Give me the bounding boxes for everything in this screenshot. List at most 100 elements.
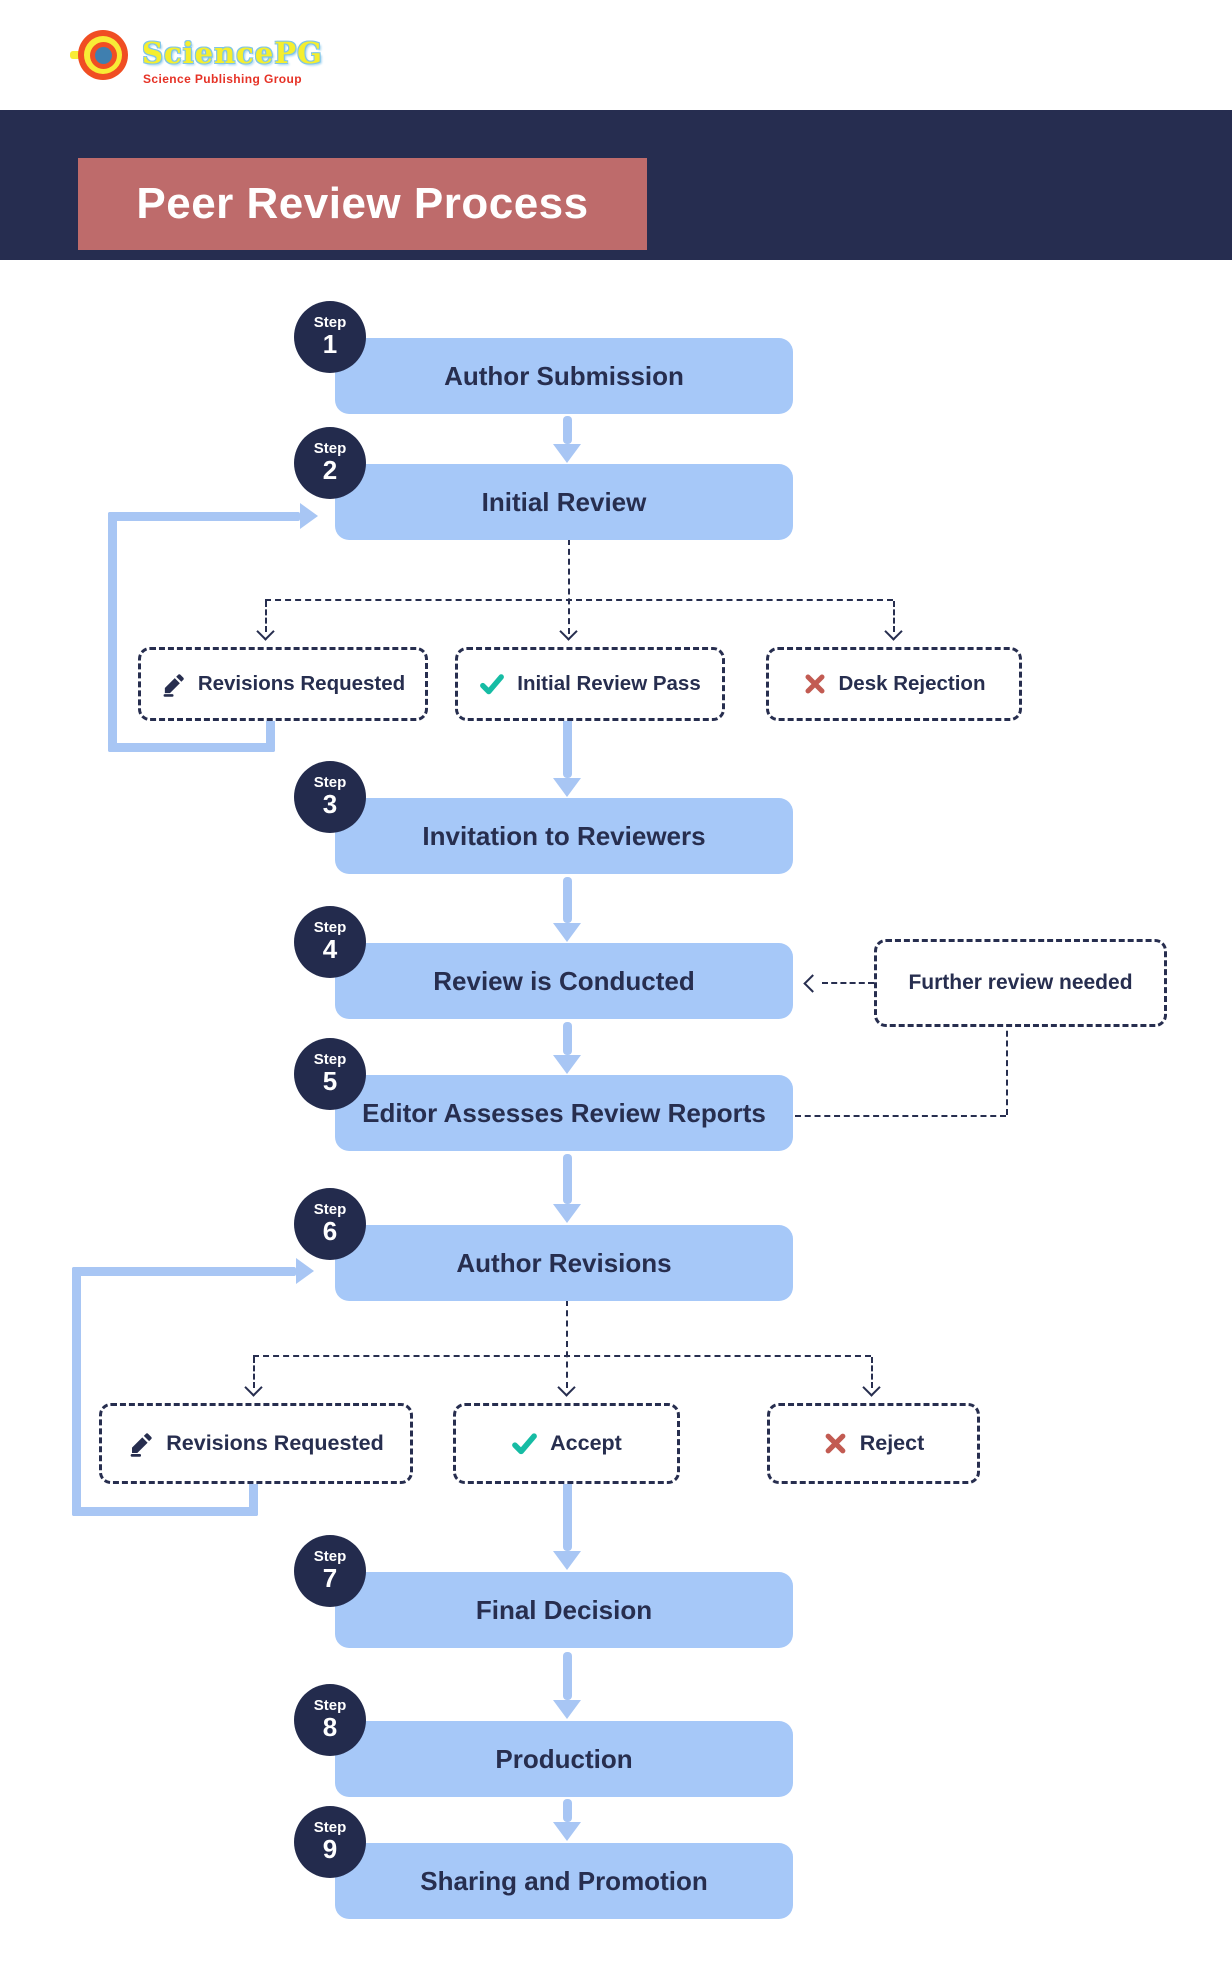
dashed-line xyxy=(265,601,267,632)
decision-label: Desk Rejection xyxy=(838,672,986,695)
step-word: Step xyxy=(313,1201,347,1219)
step-badge-7: Step 7 xyxy=(294,1535,366,1607)
step-box-editor-assesses-review-reports: Editor Assesses Review Reports xyxy=(335,1075,793,1151)
dashed-line xyxy=(253,1357,255,1388)
logo-ring xyxy=(84,36,122,74)
dashed-arrowhead-down xyxy=(244,1378,263,1397)
step-label: Invitation to Reviewers xyxy=(422,820,706,851)
decision-label: Revisions Requested xyxy=(197,672,406,695)
step-badge-3: Step 3 xyxy=(294,761,366,833)
step-word: Step xyxy=(313,919,347,937)
flow-arrow-line xyxy=(563,1652,572,1700)
step-number: 9 xyxy=(322,1834,338,1865)
step-badge-6: Step 6 xyxy=(294,1188,366,1260)
flow-arrow-line xyxy=(563,1154,572,1204)
flow-arrow-line xyxy=(563,1799,572,1822)
step-number: 6 xyxy=(322,1216,338,1247)
decision-revisions-requested-1: Revisions Requested xyxy=(138,647,428,721)
dashed-line xyxy=(795,1115,1006,1117)
flow-arrowhead xyxy=(553,1204,581,1223)
pencil-icon xyxy=(163,673,184,697)
loop-line xyxy=(72,1267,296,1276)
step-word: Step xyxy=(313,774,347,792)
flow-arrowhead xyxy=(553,1551,581,1570)
step-badge-4: Step 4 xyxy=(294,906,366,978)
sciencepg-logo-icon xyxy=(78,30,128,80)
step-box-final-decision: Final Decision xyxy=(335,1572,793,1648)
dashed-line xyxy=(566,1300,568,1388)
step-label: Author Revisions xyxy=(456,1247,672,1278)
decision-reject: Reject xyxy=(767,1403,980,1484)
decision-initial-review-pass: Initial Review Pass xyxy=(455,647,725,721)
note-further-review-needed: Further review needed xyxy=(874,939,1167,1027)
loop-line xyxy=(249,1478,258,1516)
dashed-arrowhead-down xyxy=(256,622,275,641)
step-badge-2: Step 2 xyxy=(294,427,366,499)
step-word: Step xyxy=(313,1819,347,1837)
decision-label: Revisions Requested xyxy=(166,1431,384,1455)
step-number: 3 xyxy=(322,789,338,820)
flow-arrow-line xyxy=(563,1478,572,1551)
step-word: Step xyxy=(313,1548,347,1566)
dashed-arrowhead-down xyxy=(862,1378,881,1397)
decision-accept: Accept xyxy=(453,1403,680,1484)
step-label: Initial Review xyxy=(481,486,647,517)
loop-line xyxy=(266,715,275,752)
decision-label: Reject xyxy=(859,1431,925,1455)
flow-arrowhead xyxy=(553,1822,581,1841)
dashed-arrowhead-down xyxy=(884,622,903,641)
check-icon xyxy=(480,674,505,695)
loop-line xyxy=(72,1267,81,1516)
step-badge-5: Step 5 xyxy=(294,1038,366,1110)
flow-arrowhead xyxy=(553,444,581,463)
loop-line xyxy=(108,512,117,752)
step-badge-8: Step 8 xyxy=(294,1684,366,1756)
x-icon xyxy=(805,674,824,694)
step-box-initial-review: Initial Review xyxy=(335,464,793,540)
dashed-arrowhead-down xyxy=(557,1378,576,1397)
dashed-line xyxy=(871,1357,873,1388)
step-number: 8 xyxy=(322,1712,338,1743)
flow-arrow-line xyxy=(563,1022,572,1055)
loop-line xyxy=(108,512,300,521)
step-number: 7 xyxy=(322,1563,338,1594)
logo-ring-inner xyxy=(89,41,117,69)
dashed-arrowhead-down xyxy=(559,622,578,641)
flow-arrowhead xyxy=(553,1700,581,1719)
dashed-line xyxy=(568,539,570,634)
step-number: 5 xyxy=(322,1066,338,1097)
flow-arrow-line xyxy=(563,715,572,778)
step-word: Step xyxy=(313,314,347,332)
loop-arrowhead-right xyxy=(296,1258,314,1284)
check-icon xyxy=(512,1433,538,1455)
step-box-review-is-conducted: Review is Conducted xyxy=(335,943,793,1019)
step-badge-9: Step 9 xyxy=(294,1806,366,1878)
loop-arrowhead-right xyxy=(300,503,318,529)
dashed-line xyxy=(1006,1021,1008,1115)
step-label: Editor Assesses Review Reports xyxy=(362,1097,766,1128)
decision-label: Initial Review Pass xyxy=(517,672,701,695)
step-label: Author Submission xyxy=(444,360,684,391)
step-label: Production xyxy=(495,1743,633,1774)
step-label: Review is Conducted xyxy=(433,965,695,996)
step-box-production: Production xyxy=(335,1721,793,1797)
step-number: 2 xyxy=(322,455,338,486)
step-number: 1 xyxy=(322,329,338,360)
step-word: Step xyxy=(313,1051,347,1069)
pencil-icon xyxy=(130,1432,152,1457)
decision-label: Accept xyxy=(550,1431,622,1455)
x-icon xyxy=(825,1433,846,1454)
flow-arrow-line xyxy=(563,877,572,923)
brand-tagline: Science Publishing Group xyxy=(143,72,302,86)
flow-arrowhead xyxy=(553,923,581,942)
step-box-invitation-to-reviewers: Invitation to Reviewers xyxy=(335,798,793,874)
loop-line xyxy=(72,1507,258,1516)
decision-desk-rejection: Desk Rejection xyxy=(766,647,1022,721)
note-label: Further review needed xyxy=(908,971,1133,994)
dashed-line xyxy=(893,601,895,632)
step-badge-1: Step 1 xyxy=(294,301,366,373)
step-word: Step xyxy=(313,440,347,458)
decision-revisions-requested-2: Revisions Requested xyxy=(99,1403,413,1484)
dashed-line xyxy=(253,1355,871,1357)
